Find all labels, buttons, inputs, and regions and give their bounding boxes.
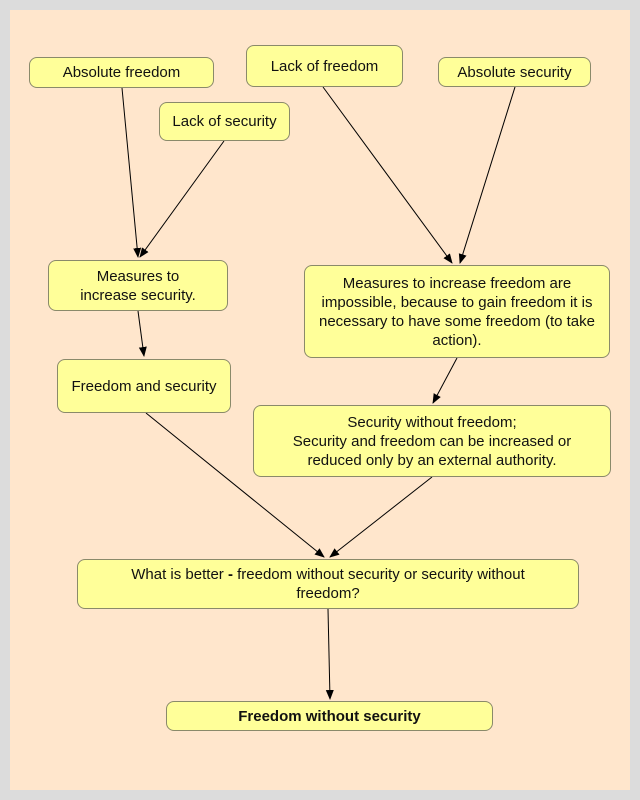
edge-lack-freedom-to-measures-freedom xyxy=(322,86,453,264)
node-label: Measures to increase freedom are impossi… xyxy=(319,274,595,349)
node-label: Lack of security xyxy=(172,113,277,130)
edge-lack-security-to-measures-security xyxy=(139,140,225,258)
question-rest: freedom without security or security wit… xyxy=(232,566,525,602)
node-label: Measures to increase security. xyxy=(80,267,196,304)
node-label: Absolute freedom xyxy=(62,64,181,81)
node-security-without-freedom: Security without freedom; Security and f… xyxy=(253,405,611,477)
node-absolute-security: Absolute security xyxy=(438,57,591,87)
node-label-line2: Security and freedom can be increased or… xyxy=(292,432,572,469)
node-label: Freedom without security xyxy=(238,707,421,725)
node-label: Freedom and security xyxy=(71,377,217,395)
edge-absolute-security-to-measures-freedom xyxy=(458,86,516,264)
question-dash: - xyxy=(227,566,233,583)
edge-measures-security-to-freedom-and-security xyxy=(137,310,147,357)
edge-security-without-freedom-to-question xyxy=(329,476,433,558)
node-absolute-freedom: Absolute freedom xyxy=(29,57,214,88)
node-measures-increase-freedom: Measures to increase freedom are impossi… xyxy=(304,265,610,358)
edge-absolute-freedom-to-measures-security xyxy=(121,87,142,258)
question-prefix: What is better xyxy=(131,566,228,583)
node-answer: Freedom without security xyxy=(166,701,493,731)
node-freedom-and-security: Freedom and security xyxy=(57,359,231,413)
node-question: What is better - freedom without securit… xyxy=(77,559,579,609)
edge-question-to-answer xyxy=(325,608,334,700)
node-measures-increase-security: Measures to increase security. xyxy=(48,260,228,311)
node-label: Absolute security xyxy=(457,63,572,81)
node-lack-of-security: Lack of security xyxy=(159,102,290,141)
node-label: Lack of freedom xyxy=(270,57,379,75)
node-label-line1: Security without freedom; xyxy=(347,413,517,431)
edge-freedom-and-security-to-question xyxy=(145,412,325,558)
node-lack-of-freedom: Lack of freedom xyxy=(246,45,403,87)
edge-measures-freedom-to-security-without-freedom xyxy=(432,357,458,404)
